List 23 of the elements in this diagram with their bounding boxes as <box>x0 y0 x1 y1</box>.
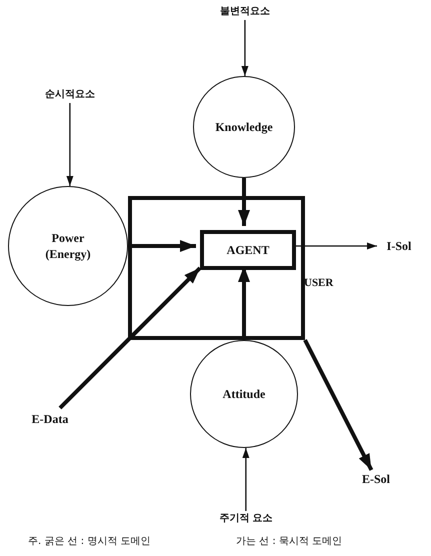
factor-circle <box>193 76 295 178</box>
arrow <box>66 103 74 186</box>
footnote: 주. 굵은 선 : 명시적 도메인 <box>28 535 150 548</box>
node-title: Knowledge <box>215 118 273 136</box>
node-title: Attitude <box>222 386 266 402</box>
node-label: 주기적 요소 <box>219 512 273 526</box>
footnote: 가는 선 : 묵시적 도메인 <box>236 535 342 548</box>
node-label: I-Sol <box>386 238 412 254</box>
node-label: E-Sol <box>362 470 390 488</box>
arrow <box>58 266 202 410</box>
node-label: 순시적요소 <box>45 88 95 102</box>
arrow <box>238 178 250 226</box>
factor-circle <box>190 340 298 448</box>
node-title: USER <box>304 276 334 291</box>
agent-box <box>200 230 296 270</box>
node-title: Power (Energy) <box>44 230 92 262</box>
node-label: 불변적요소 <box>220 5 270 19</box>
arrow <box>242 448 250 511</box>
arrow <box>241 20 248 76</box>
factor-circle <box>8 186 128 306</box>
arrow <box>303 339 374 471</box>
node-title: AGENT <box>226 242 270 258</box>
node-label: E-Data <box>32 410 68 428</box>
